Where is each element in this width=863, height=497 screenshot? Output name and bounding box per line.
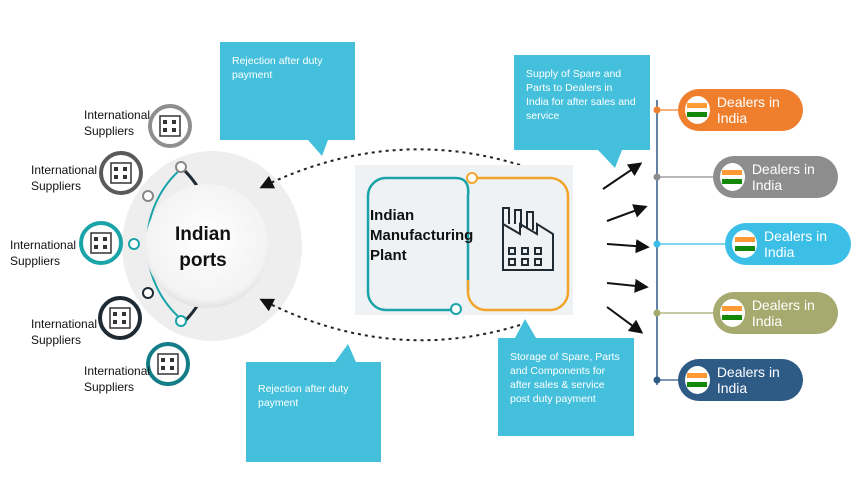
dealer-label: Dealers in India (764, 228, 828, 260)
india-flag-icon (732, 230, 758, 258)
dealer-label: Dealers in India (716, 364, 780, 396)
callout-rejection-bottom: Rejection after duty payment (246, 362, 381, 462)
arrow-dealer-5 (606, 306, 644, 334)
supplier-icon-4 (98, 296, 142, 340)
callout-tail-bottom (335, 344, 356, 362)
dealer-label: Dealers in India (716, 94, 780, 126)
arrow-dealer-1 (602, 162, 643, 190)
india-flag-icon (720, 163, 745, 191)
arc-node-3 (128, 238, 140, 250)
dealer-4: Dealers in India (713, 292, 838, 334)
callout-tail-storage (515, 319, 536, 338)
supplier-label-1: International Suppliers (84, 108, 151, 138)
callout-rejection-top: Rejection after duty payment (220, 42, 355, 140)
dealer-label: Dealers in India (751, 297, 815, 329)
dealer-1: Dealers in India (678, 89, 803, 131)
plant-node-teal (450, 303, 462, 315)
supplier-label-5: International Suppliers (84, 364, 151, 394)
supplier-icon-2 (99, 151, 143, 195)
supplier-label-3: International Suppliers (10, 238, 77, 268)
supplier-icon-1 (148, 104, 192, 148)
ports-label: Indian ports (175, 224, 231, 271)
dealer-5: Dealers in India (678, 359, 803, 401)
plant-label: Indian Manufacturing Plant (370, 207, 474, 264)
supplier-label-4: International Suppliers (31, 317, 98, 347)
callout-storage: Storage of Spare, Parts and Components f… (498, 338, 634, 436)
arc-node-4 (142, 287, 154, 299)
arrow-dealer-2 (606, 204, 648, 222)
india-flag-icon (685, 96, 710, 124)
india-flag-icon (685, 366, 710, 394)
plant-teal-join (455, 176, 470, 290)
arc-node-5 (175, 315, 187, 327)
plant-orange-frame (466, 176, 570, 312)
plant-teal-frame (366, 176, 456, 312)
arc-node-1 (175, 161, 187, 173)
ports-circle (145, 184, 269, 308)
plant-box (355, 165, 573, 315)
plant-node-orange (466, 172, 478, 184)
supplier-label-2: International Suppliers (31, 163, 98, 193)
arrow-dealer-3 (606, 239, 650, 254)
dealer-2: Dealers in India (713, 156, 838, 198)
india-flag-icon (720, 299, 745, 327)
dealer-label: Dealers in India (751, 161, 815, 193)
factory-icon (502, 207, 554, 271)
supplier-icon-5 (146, 342, 190, 386)
dealer-3: Dealers in India (725, 223, 851, 265)
arrow-dealer-4 (606, 278, 649, 293)
callout-tail-supply (598, 150, 622, 168)
supplier-icon-3 (79, 221, 123, 265)
callout-tail-top (308, 140, 328, 156)
callout-supply: Supply of Spare and Parts to Dealers in … (514, 55, 650, 150)
branch-3 (653, 240, 736, 248)
arc-node-2 (142, 190, 154, 202)
